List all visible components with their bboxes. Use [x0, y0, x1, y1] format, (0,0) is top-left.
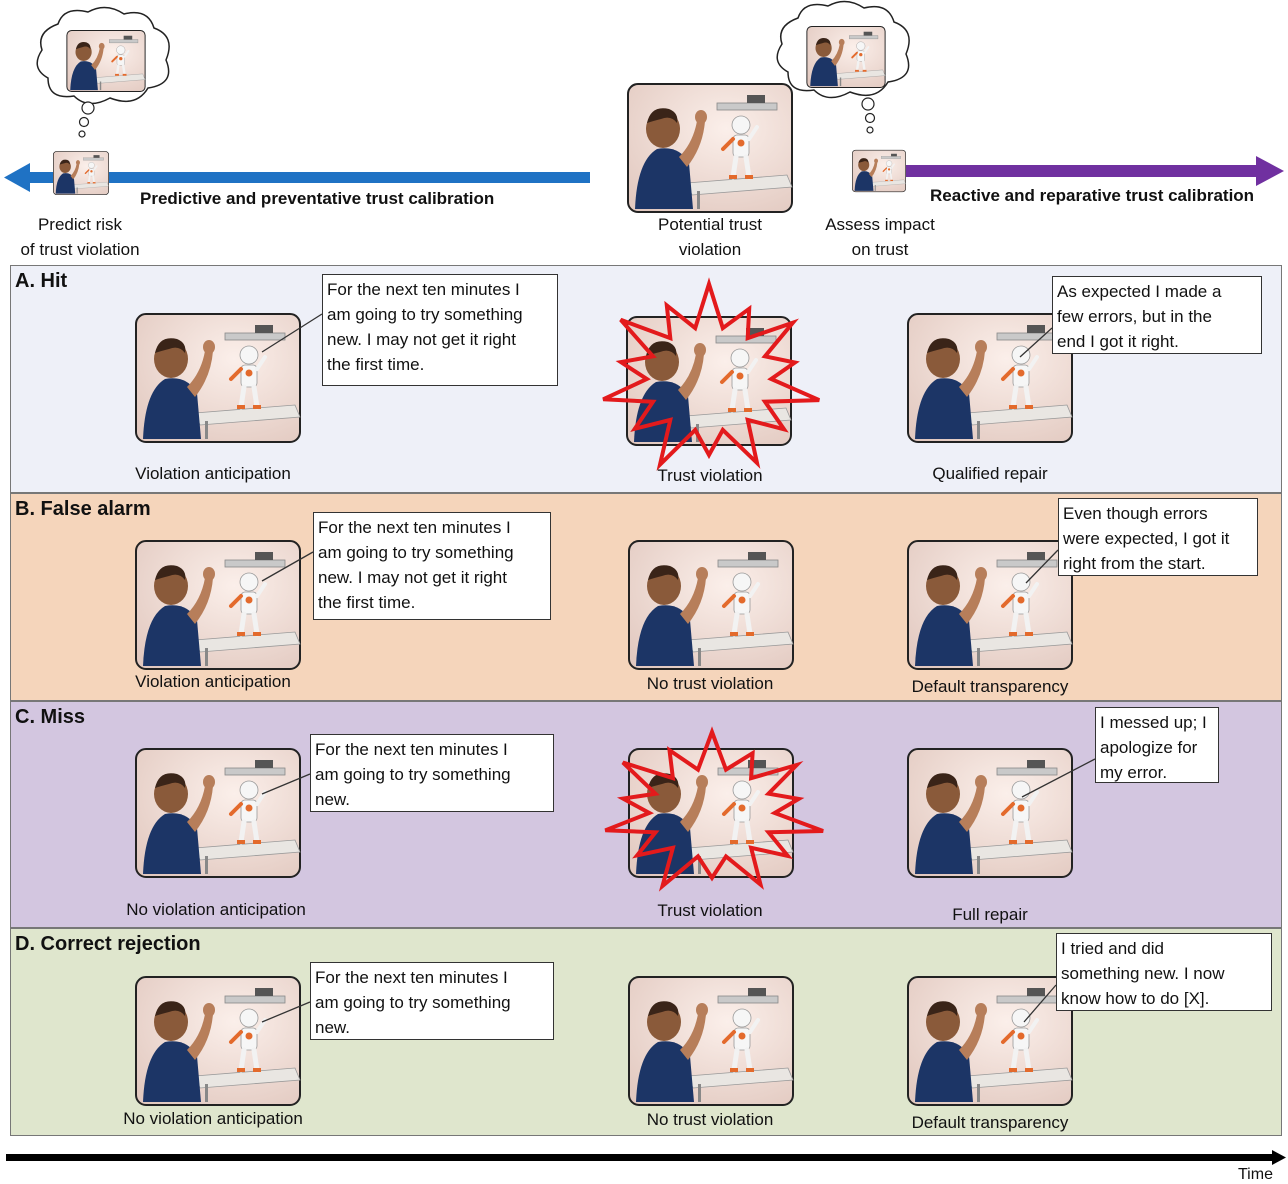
anticipation-caption: No violation anticipation: [123, 1109, 303, 1128]
speech-line: Even though errors: [1063, 504, 1208, 523]
violation-caption: Trust violation: [657, 466, 763, 485]
repair-speech-bubble: As expected I made a few errors, but in t…: [1052, 276, 1262, 354]
speech-line: For the next ten minutes I: [315, 968, 508, 987]
speech-line: know how to do [X].: [1061, 989, 1210, 1008]
speech-line: As expected I made a: [1057, 282, 1222, 301]
repair-caption: Full repair: [952, 905, 1028, 924]
timeline-header: Predictive and preventative trust calibr…: [0, 0, 1288, 262]
repair-caption: Default transparency: [911, 677, 1069, 696]
speech-line: am going to try something: [327, 305, 523, 324]
repair-caption: Qualified repair: [932, 464, 1048, 483]
speech-line: I messed up; I: [1100, 713, 1207, 732]
repair-speech-bubble: I tried and did something new. I now know …: [1056, 933, 1272, 1011]
violation-scene: [628, 540, 794, 670]
speech-line: the first time.: [327, 355, 425, 374]
anticipation-caption: Violation anticipation: [135, 672, 291, 691]
time-arrow: [6, 1150, 1286, 1165]
anticipation-scene: [135, 540, 301, 670]
anticipation-speech-bubble: For the next ten minutes I am going to tr…: [310, 734, 554, 812]
cloud-scene-left: [66, 30, 146, 92]
speech-line: new.: [315, 1018, 350, 1037]
speech-line: am going to try something: [315, 993, 511, 1012]
anticipation-caption: Violation anticipation: [135, 464, 291, 483]
speech-line: were expected, I got it: [1063, 529, 1230, 548]
violation-caption: No trust violation: [646, 1110, 774, 1129]
panel-title: C. Miss: [15, 706, 86, 728]
violation-caption: No trust violation: [646, 674, 774, 693]
potential-label-line2: violation: [678, 240, 742, 259]
speech-line: my error.: [1100, 763, 1168, 782]
violation-burst-icon: [604, 726, 824, 892]
anticipation-speech-bubble: For the next ten minutes I am going to tr…: [313, 512, 551, 620]
repair-scene: [907, 313, 1073, 443]
speech-line: am going to try something: [315, 765, 511, 784]
potential-label-line1: Potential trust: [658, 215, 762, 234]
violation-burst-icon: [602, 277, 821, 471]
repair-caption: Default transparency: [911, 1113, 1069, 1132]
speech-line: apologize for: [1100, 738, 1198, 757]
anticipation-speech-bubble: For the next ten minutes I am going to tr…: [322, 274, 558, 386]
predict-label-line1: Predict risk: [37, 215, 123, 234]
speech-line: am going to try something: [318, 543, 514, 562]
speech-line: right from the start.: [1063, 554, 1206, 573]
speech-line: new.: [315, 790, 350, 809]
speech-line: For the next ten minutes I: [318, 518, 511, 537]
speech-line: few errors, but in the: [1057, 307, 1212, 326]
speech-line: end I got it right.: [1057, 332, 1179, 351]
predict-scene: [53, 140, 109, 206]
speech-line: the first time.: [318, 593, 416, 612]
panel-title: D. Correct rejection: [15, 933, 201, 955]
assess-scene: [852, 138, 906, 204]
right-arrow: [904, 156, 1284, 186]
predict-label-line2: of trust violation: [20, 240, 140, 259]
speech-line: new. I may not get it right: [327, 330, 516, 349]
speech-line: new. I may not get it right: [318, 568, 507, 587]
speech-line: something new. I now: [1061, 964, 1225, 983]
repair-scene: [907, 540, 1073, 670]
repair-speech-bubble: I messed up; I apologize for my error.: [1095, 707, 1219, 783]
assess-label-line1: Assess impact: [825, 215, 935, 234]
time-label: Time: [1238, 1166, 1273, 1183]
speech-line: For the next ten minutes I: [315, 740, 508, 759]
potential-violation-scene: [627, 83, 793, 213]
repair-scene: [907, 748, 1073, 878]
repair-speech-bubble: Even though errors were expected, I got i…: [1058, 498, 1258, 576]
speech-line: I tried and did: [1061, 939, 1165, 958]
left-arrow: [4, 163, 590, 192]
repair-scene: [907, 976, 1073, 1106]
left-arrow-label: Predictive and preventative trust calibr…: [140, 189, 495, 208]
anticipation-caption: No violation anticipation: [126, 900, 306, 919]
panel-title: B. False alarm: [15, 498, 151, 520]
speech-line: For the next ten minutes I: [327, 280, 520, 299]
anticipation-scene: [135, 313, 301, 443]
anticipation-scene: [135, 748, 301, 878]
right-arrow-label: Reactive and reparative trust calibratio…: [930, 186, 1255, 205]
anticipation-scene: [135, 976, 301, 1106]
cloud-scene-right: [806, 26, 886, 88]
anticipation-speech-bubble: For the next ten minutes I am going to tr…: [310, 962, 554, 1040]
violation-scene: [628, 976, 794, 1106]
panel-title: A. Hit: [15, 270, 68, 292]
violation-caption: Trust violation: [657, 901, 763, 920]
assess-label-line2: on trust: [851, 240, 909, 259]
